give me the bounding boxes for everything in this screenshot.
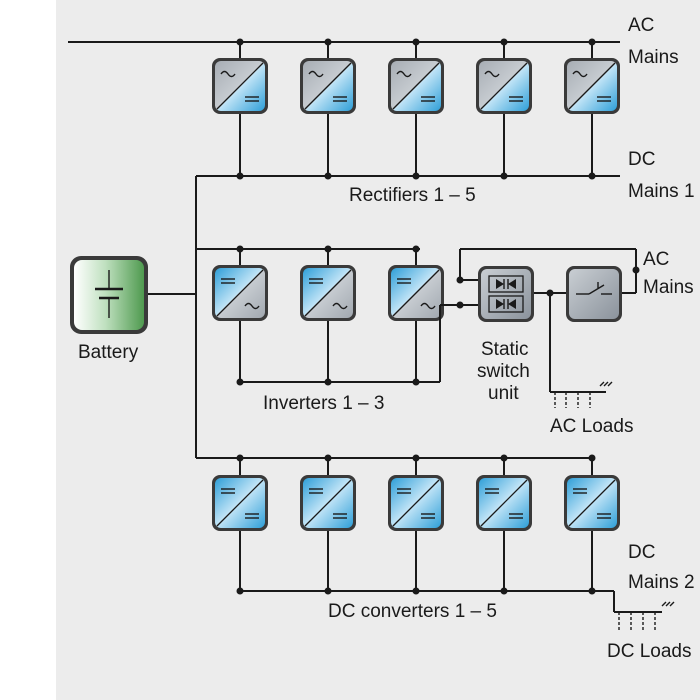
junction-dot: [324, 172, 332, 180]
rectifier-block: [388, 58, 444, 114]
manual-bypass-switch-block: [566, 266, 622, 322]
junction-dot: [588, 38, 596, 46]
junction-dot: [588, 587, 596, 595]
junction-dot: [324, 378, 332, 386]
ac-mains-top-label-line1: AC: [628, 15, 654, 36]
ac-dc-symbol-icon: [304, 62, 352, 110]
dc-converters-label: DC converters 1 – 5: [328, 601, 497, 622]
junction-dot: [412, 38, 420, 46]
dc-mains-1-label-line1: DC: [628, 149, 655, 170]
dc-mains-2-label-line2: Mains 2: [628, 572, 695, 593]
ac-dc-symbol-icon: [392, 62, 440, 110]
dc-dc-symbol-icon: [392, 479, 440, 527]
dc-converter-row: [212, 475, 620, 531]
rectifier-block: [476, 58, 532, 114]
dc-ac-symbol-icon: [304, 269, 352, 317]
switch-symbol-icon: [576, 282, 612, 295]
ac-mains-mid-label-line2: Mains: [643, 277, 694, 298]
dc-dc-symbol-icon: [568, 479, 616, 527]
junction-dot: [412, 245, 420, 253]
rectifier-block: [300, 58, 356, 114]
rectifier-block: [564, 58, 620, 114]
rectifiers-label: Rectifiers 1 – 5: [349, 185, 476, 206]
dc-ac-symbol-icon: [392, 269, 440, 317]
junction-dot: [324, 245, 332, 253]
battery-label: Battery: [78, 342, 139, 363]
dc-loads-label: DC Loads: [607, 641, 692, 662]
dc-mains-1-label-line2: Mains 1: [628, 181, 695, 202]
junction-dot: [324, 587, 332, 595]
junction-dot: [588, 454, 596, 462]
ac-mains-mid-label-line1: AC: [643, 249, 669, 270]
ac-mains-top-label-line2: Mains: [628, 47, 679, 68]
junction-dot: [412, 172, 420, 180]
thyristor-pair-icon: [488, 275, 524, 313]
dc-dc-symbol-icon: [216, 479, 264, 527]
junction-dot: [588, 172, 596, 180]
dc-dc-symbol-icon: [480, 479, 528, 527]
rectifier-row: [212, 58, 620, 114]
junction-dot: [236, 245, 244, 253]
junction-dot: [236, 454, 244, 462]
dc-converter-block: [476, 475, 532, 531]
inverter-block: [388, 265, 444, 321]
ac-loads-fanout: [554, 381, 613, 408]
ac-dc-symbol-icon: [216, 62, 264, 110]
junction-dot: [324, 38, 332, 46]
battery-dc-link-wiring: [148, 176, 594, 459]
junction-dot: [236, 172, 244, 180]
dc-mains-2-label-line1: DC: [628, 542, 655, 563]
dc-dc-symbol-icon: [304, 479, 352, 527]
junction-dot: [500, 172, 508, 180]
junction-dot: [500, 587, 508, 595]
static-switch-label-line3: unit: [488, 383, 519, 404]
static-switch-label-line1: Static: [481, 339, 529, 360]
battery-block: [70, 256, 148, 334]
battery-symbol-icon: [95, 270, 123, 318]
junction-dot: [500, 454, 508, 462]
dc-ac-symbol-icon: [216, 269, 264, 317]
ac-dc-symbol-icon: [480, 62, 528, 110]
junction-dot: [412, 378, 420, 386]
junction-dot: [236, 38, 244, 46]
junction-dot: [236, 378, 244, 386]
junction-dot: [412, 454, 420, 462]
junction-dot: [324, 454, 332, 462]
dc-converter-block: [388, 475, 444, 531]
dc-loads-fanout: [618, 601, 675, 630]
dc-converter-block: [564, 475, 620, 531]
static-switch-label-line2: switch: [477, 361, 530, 382]
junction-dot: [500, 38, 508, 46]
inverters-label: Inverters 1 – 3: [263, 393, 384, 414]
inverter-row: [212, 265, 444, 321]
junction-dot: [412, 587, 420, 595]
ac-dc-symbol-icon: [568, 62, 616, 110]
dc-mains-2-bus: [238, 590, 662, 613]
static-switch-block: [478, 266, 534, 322]
inverter-block: [300, 265, 356, 321]
inverter-block: [212, 265, 268, 321]
rectifier-block: [212, 58, 268, 114]
junction-dot: [236, 587, 244, 595]
ac-loads-label: AC Loads: [550, 416, 633, 437]
dc-converter-block: [212, 475, 268, 531]
dc-converter-block: [300, 475, 356, 531]
